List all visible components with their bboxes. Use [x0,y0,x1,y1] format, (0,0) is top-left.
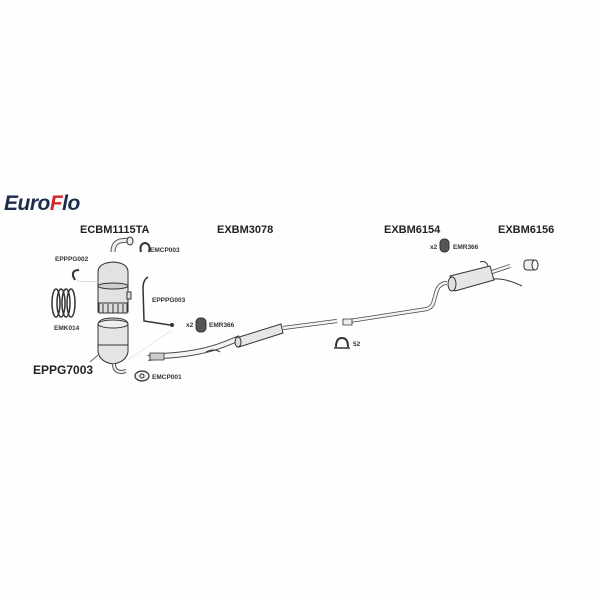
catalytic-converter[interactable] [90,318,128,372]
rubber-mount-rear-icon[interactable] [440,239,449,252]
dpf-filter[interactable] [98,237,133,313]
rear-pipe[interactable] [343,283,447,325]
header-middle-section: EXBM3078 [217,224,274,236]
label-u-clamp-size: 52 [353,341,361,348]
label-cat-converter[interactable]: EPPG7003 [33,363,94,377]
label-mount-front[interactable]: EMR366 [209,322,235,329]
clamp-top-icon[interactable] [141,243,150,252]
label-gasket-ring[interactable]: EMK014 [54,325,80,332]
label-clamp-top[interactable]: EMCP003 [150,247,180,254]
eurofl-logo: EuroFlo [4,192,80,216]
label-mount-front-qty: x2 [186,322,194,329]
pipe-small-icon[interactable] [73,270,79,280]
label-pipe-small[interactable]: EPPPG002 [55,256,89,263]
front-pipe[interactable] [148,338,240,360]
clamp-bottom-icon[interactable] [135,371,149,381]
rubber-mount-icon[interactable] [196,318,206,332]
label-pipe-sensor[interactable]: EPPPG003 [152,297,186,304]
rear-silencer[interactable] [448,262,522,292]
gasket-ring-icon[interactable] [52,289,75,317]
logo-text-f: F [49,192,63,215]
label-mount-rear-qty: x2 [430,244,438,251]
tail-pipe[interactable] [524,260,538,270]
header-front-section: ECBM1115TA [80,224,150,236]
middle-silencer[interactable] [235,321,337,347]
header-rear-box: EXBM6154 [384,224,441,236]
label-clamp-bottom[interactable]: EMCP001 [152,374,182,381]
logo-text-lo: lo [62,192,80,215]
label-mount-rear[interactable]: EMR366 [453,244,479,251]
u-clamp-icon[interactable] [336,338,348,347]
header-tail-section: EXBM6156 [498,224,555,236]
pipe-sensor-icon[interactable] [143,277,170,325]
logo-text-euro: Euro [4,192,50,215]
